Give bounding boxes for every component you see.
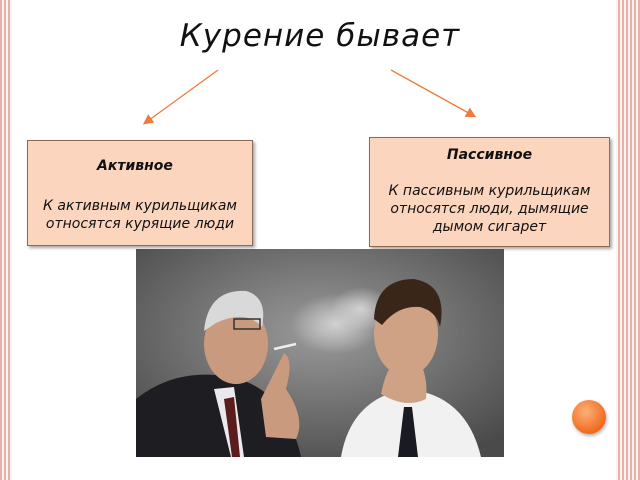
slide-title: Курение бывает <box>179 18 461 54</box>
left-decorative-border <box>0 0 12 480</box>
active-smoking-box: Активное К активным курильщикам относятс… <box>27 140 253 246</box>
orange-circle-decoration <box>572 400 606 434</box>
active-description: К активным курильщикам относятся курящие… <box>43 198 237 232</box>
arrow-right <box>390 69 477 118</box>
right-decorative-border <box>616 0 640 480</box>
passive-description: К пассивным курильщикам относятся люди, … <box>388 183 591 235</box>
passive-heading: Пассивное <box>446 147 533 163</box>
active-heading: Активное <box>97 158 173 174</box>
passive-smoking-box: Пассивное К пассивным курильщикам относя… <box>369 137 610 247</box>
smoking-photo <box>136 249 504 457</box>
arrow-left <box>142 69 219 125</box>
